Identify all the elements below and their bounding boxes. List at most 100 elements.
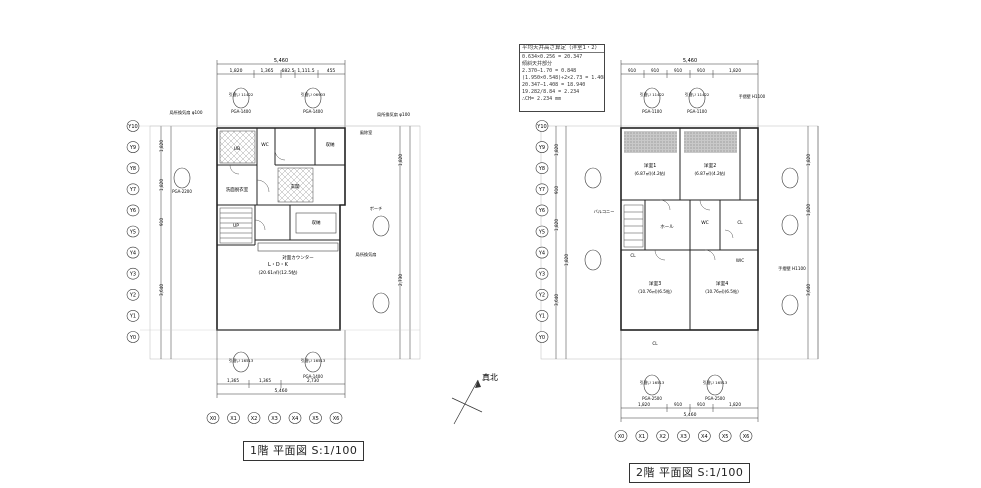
f1-axis-y-label: Y3 [129, 272, 136, 278]
f2-bottom-dim-4: 1,820 [729, 402, 741, 407]
f2-top-dim-5: 1,820 [729, 68, 741, 73]
f1-axis-y-label-bubble [126, 162, 140, 174]
f2-left-dim-5: 3,640 [554, 294, 559, 306]
f1-axis-x-label-bubble [247, 412, 261, 424]
f2-overall-dim-top: 5,460 [683, 58, 697, 64]
f2-bottom-dim-1: 1,820 [638, 402, 650, 407]
f2-axis-x-label-bubble [614, 430, 628, 442]
f2-axis-y-label-bubble [535, 162, 549, 174]
f1-axis-x-label-bubble [268, 412, 281, 424]
f2-axis-x-label: X6 [743, 434, 750, 440]
floor1-caption: 1階 平面図 S:1/100 [243, 441, 365, 461]
f1-vent-left: 局所換気扇 φ100 [169, 109, 202, 116]
f1-left-dim-3: 910 [159, 218, 164, 226]
f1-porch: ポーチ [370, 205, 383, 211]
f2-axis-x-label-bubble [698, 430, 711, 442]
f2-left-dim-2: 910 [554, 186, 559, 194]
f1-axis-x-label: X2 [251, 416, 258, 422]
f1-axis-x-label-bubble [329, 412, 343, 424]
f2-axis-y-label: Y10 [536, 124, 546, 130]
f1-axis-y-label-bubble [126, 183, 140, 196]
note-line: 2.370−1.70 = 0.848 [522, 68, 577, 74]
f1-top-dim-2: 1,365 [261, 68, 274, 74]
f2-axis-y-label: Y1 [538, 314, 545, 320]
f2-top-dim-1: 910 [628, 68, 636, 73]
f1-axis-x-label: X5 [312, 416, 319, 422]
f1-axis-y-label-bubble [126, 225, 140, 238]
f1-axis-y-label: Y6 [129, 208, 136, 214]
f2-window-code-4: PGA-2500 [705, 396, 725, 401]
f1-axis-y-label-bubble [126, 204, 140, 217]
f1-vent-right: 局所換気扇 φ100 [377, 111, 410, 118]
f2-bottom-dim-2: 910 [674, 402, 682, 407]
f2-closet-3: WIC [736, 258, 744, 263]
f1-bottom-dim-3: 2,730 [307, 378, 319, 383]
note-line: ∴CH= 2.234 mm [522, 96, 562, 102]
f1-right-dim-2: 2,730 [398, 274, 403, 286]
note-line: 0.634×0.256 = 20.347 [522, 54, 583, 60]
f2-room-bed3-area: (10.76㎡)(6.5帖) [638, 288, 672, 295]
f1-top-dim-1: 1,820 [230, 68, 243, 74]
f1-axis-y-label: Y10 [127, 124, 137, 130]
f1-room-pantry: 収納 [312, 219, 321, 226]
f2-window-code-3: PGA-2500 [642, 396, 662, 401]
f2-room-bed4: 洋室4 [716, 280, 729, 287]
f1-top-window-label-1: 引違い 11422 [229, 92, 254, 97]
f2-axis-y-label-bubble [535, 120, 549, 132]
f1-kitchen-vent: 局所換気扇 [356, 251, 377, 258]
f2-axis-y-label-bubble [535, 288, 549, 301]
f1-room-storage: 収納 [326, 141, 335, 148]
f1-axis-y-label-bubble [126, 310, 140, 322]
f2-axis-y-label: Y7 [538, 187, 545, 193]
f2-axis-x-label-bubble [635, 430, 649, 442]
f2-closet-1: CL [737, 220, 743, 225]
f2-bottom-dim-3: 910 [697, 402, 705, 407]
f1-alt-note: 風除室 [360, 129, 373, 136]
f1-axis-y-label-bubble [126, 267, 140, 280]
f1-top-window-label-2: 引違い 06903 [301, 92, 326, 97]
f2-axis-x-label: X4 [701, 434, 708, 440]
f2-axis-x-label: X3 [680, 434, 687, 440]
note-title: 平均天井高さ算定（洋室1・2） [520, 45, 604, 53]
f1-kitchen-counter: 対面カウンター [282, 254, 314, 261]
f2-left-dim-4: 1,820 [564, 254, 569, 266]
f2-axis-y-label-bubble [535, 267, 549, 280]
f2-window-code-2: PGA-1100 [687, 109, 707, 114]
f1-axis-x-label-bubble [227, 412, 240, 424]
f2-axis-x-label-bubble [718, 430, 732, 442]
f1-axis-x-label: X4 [292, 416, 299, 422]
ceiling-height-note: 平均天井高さ算定（洋室1・2） 0.634×0.256 = 20.347 傾斜天… [519, 44, 605, 112]
f1-left-dim-1: 1,820 [159, 140, 164, 152]
f2-right-dim-3: 3,640 [806, 284, 811, 296]
f2-axis-x-label: X1 [639, 434, 646, 440]
f2-axis-y-label: Y0 [538, 335, 545, 341]
f1-room-ldk-area: (20.61㎡)(12.5帖) [259, 269, 298, 276]
f1-room-wash: 洗面脱衣室 [226, 186, 249, 193]
f1-window-code-left: PGA-2200 [172, 189, 192, 194]
f2-axis-y-label: Y4 [538, 250, 545, 256]
f1-window-code-bottom: PGA-1400 [303, 374, 323, 379]
f2-top-dim-3: 910 [674, 68, 682, 73]
f1-right-dim-1: 1,820 [398, 154, 403, 166]
f1-room-entrance: 玄関 [291, 183, 300, 190]
f1-bottom-dim-2: 1,365 [259, 378, 271, 383]
north-arrow: 真北 [451, 372, 498, 425]
f2-axis-y-label-bubble [535, 225, 549, 238]
f2-axis-y-label-bubble [535, 204, 549, 217]
f2-axis-y-label-bubble [535, 183, 549, 196]
f2-axis-y-label: Y5 [538, 229, 545, 235]
floor2-caption: 2階 平面図 S:1/100 [629, 463, 751, 483]
f2-top-dim-4: 910 [697, 68, 705, 73]
f1-axis-x-label-bubble [206, 412, 220, 424]
f2-handrail-top: 手摺壁 H1100 [739, 93, 766, 99]
f1-bottom-dim-1: 1,365 [227, 378, 239, 383]
f1-stairs-label: UP [233, 223, 239, 229]
f2-axis-x-label: X5 [722, 434, 729, 440]
f2-bottom-window-label-2: 引違い 16513 [703, 380, 728, 385]
f1-axis-y-label: Y9 [129, 145, 136, 151]
f1-room-ldk: L・D・K [268, 262, 289, 268]
